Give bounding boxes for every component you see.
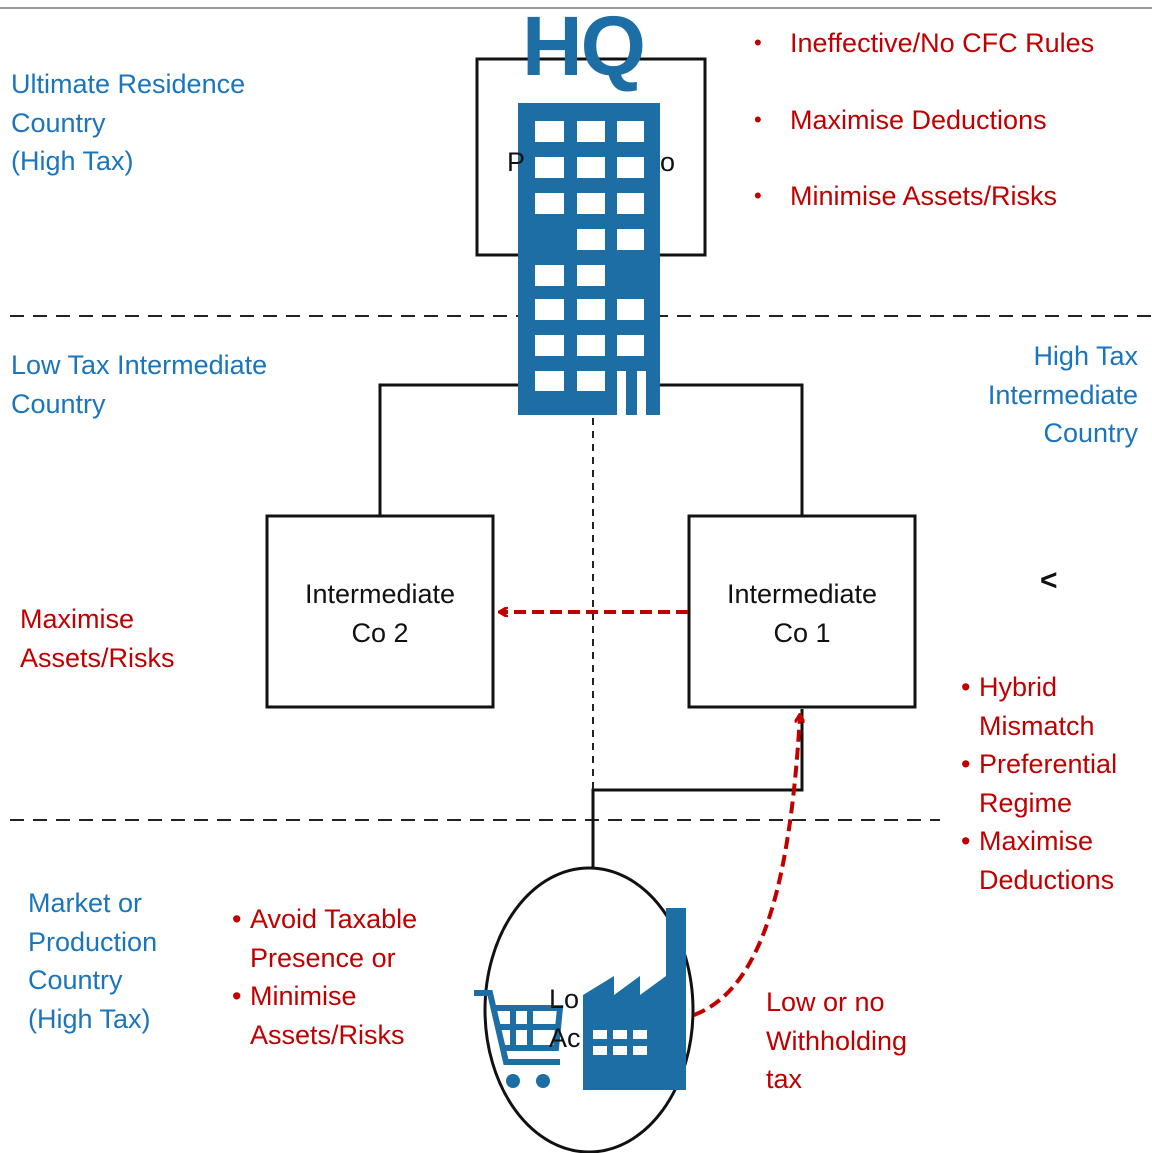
- hq-label: HQ: [522, 0, 646, 93]
- low-tax-intermediate-line-2: Country: [11, 388, 106, 419]
- top-bullet-list: Ineffective/No CFC Rules Maximise Deduct…: [754, 24, 1094, 254]
- market-production-line-2: Production: [28, 926, 158, 957]
- ultimate-residence-line-2: Country: [11, 107, 106, 138]
- withholding-tax-label: Low or no Withholding tax: [766, 983, 907, 1099]
- bottom-bullet-line: Assets/Risks: [250, 1019, 405, 1050]
- bottom-bullet-line: Minimise: [250, 981, 357, 1011]
- intermediate-co1-line-2: Co 1: [773, 617, 831, 648]
- stray-symbol: <: [1040, 564, 1058, 597]
- high-tax-intermediate-line-2: Intermediate: [987, 379, 1138, 410]
- top-bullet-item: Minimise Assets/Risks: [754, 177, 1094, 216]
- intermediate-co2-label: Intermediate Co 2: [267, 575, 493, 652]
- withholding-line-2: Withholding: [766, 1025, 908, 1056]
- local-activity-label-1: Lo: [549, 984, 580, 1014]
- bottom-bullet-line: Avoid Taxable: [250, 904, 418, 934]
- shopping-cart-wheels: [506, 1074, 550, 1088]
- ultimate-residence-label: Ultimate Residence Country (High Tax): [11, 65, 245, 181]
- market-production-label: Market or Production Country (High Tax): [28, 884, 157, 1038]
- bottom-bullet-line: Presence or: [250, 942, 396, 973]
- maximise-assets-line-2: Assets/Risks: [20, 642, 175, 673]
- high-tax-intermediate-label: High Tax Intermediate Country: [988, 337, 1138, 453]
- top-bullet-item: Ineffective/No CFC Rules: [754, 24, 1094, 63]
- top-bullet-item: Maximise Deductions: [754, 101, 1094, 140]
- maximise-assets-risks-label: Maximise Assets/Risks: [20, 600, 175, 677]
- right-bullet-line: Deductions: [979, 864, 1115, 895]
- intermediate-co1-box: [687, 514, 917, 709]
- factory-icon: [583, 908, 686, 1090]
- low-tax-intermediate-line-1: Low Tax Intermediate: [11, 350, 268, 380]
- intermediate-co2-line-2: Co 2: [351, 617, 409, 648]
- market-production-line-3: Country: [28, 965, 123, 995]
- right-bullet-line: Preferential: [979, 749, 1118, 779]
- parent-co-label-right: o: [660, 147, 676, 177]
- arrow-withholding-to-co1: [693, 715, 800, 1017]
- intermediate-co1-line-1: Intermediate: [726, 579, 878, 609]
- market-production-line-4: (High Tax): [28, 1003, 151, 1034]
- right-bullet-line: Regime: [979, 787, 1073, 818]
- withholding-line-3: tax: [766, 1064, 803, 1094]
- intermediate-co1-label: Intermediate Co 1: [689, 575, 915, 652]
- building-icon: [518, 103, 660, 415]
- right-bullet-line: Maximise: [979, 826, 1094, 856]
- connector-local-to-co1: [591, 709, 804, 872]
- low-tax-intermediate-label: Low Tax Intermediate Country: [11, 346, 267, 423]
- market-production-line-1: Market or: [28, 888, 143, 918]
- intermediate-co2-line-1: Intermediate: [304, 579, 456, 609]
- parent-co-label-left: P: [507, 147, 526, 177]
- shopping-cart-icon: [474, 990, 564, 1065]
- high-tax-intermediate-line-1: High Tax: [1033, 341, 1138, 371]
- maximise-assets-line-1: Maximise: [20, 604, 135, 634]
- ultimate-residence-line-1: Ultimate Residence: [11, 69, 246, 99]
- right-bullet-line: Mismatch: [979, 710, 1095, 741]
- ultimate-residence-line-3: (High Tax): [11, 146, 134, 176]
- high-tax-intermediate-line-3: Country: [1043, 418, 1138, 448]
- local-activity-label-2: Ac: [549, 1023, 581, 1053]
- right-bullet-line: Hybrid: [979, 672, 1058, 702]
- intermediate-co2-box: [265, 514, 495, 709]
- withholding-line-1: Low or no: [766, 987, 885, 1017]
